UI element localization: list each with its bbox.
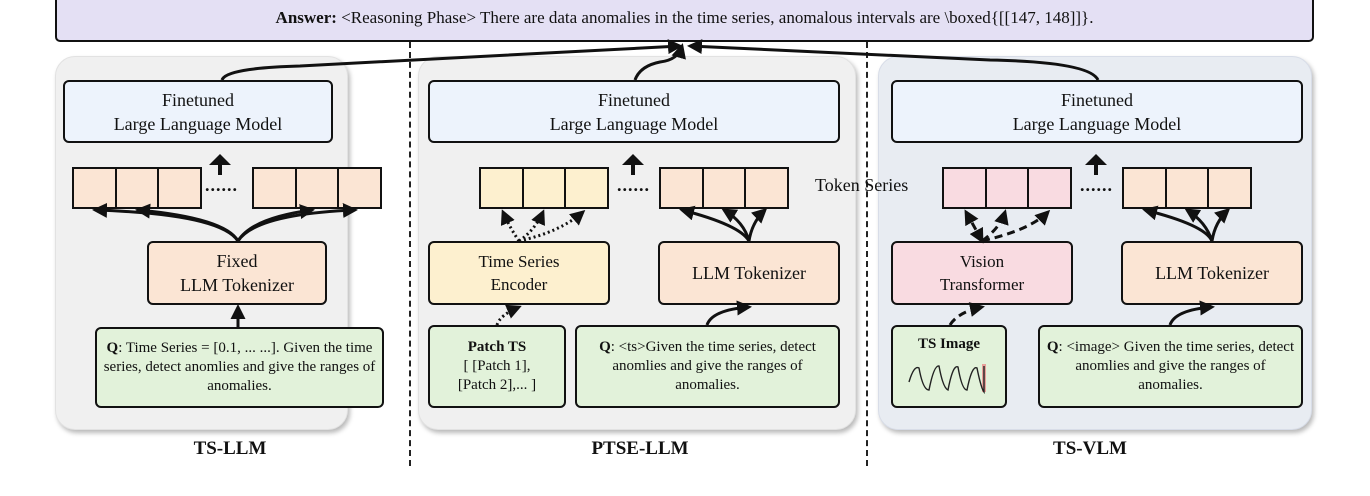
question-text: : <ts>Given the time series, detect anom… xyxy=(610,339,816,393)
question-bold: Q xyxy=(106,340,119,356)
patch-ts-box: Patch TS [ [Patch 1], [Patch 2],... ] xyxy=(428,325,566,408)
arrow-question-to-tokenizer xyxy=(705,300,752,326)
divider-left xyxy=(409,42,411,466)
arrow-image-to-vit xyxy=(948,302,985,326)
question-box: Q: <image> Given the time series, detect… xyxy=(1038,325,1303,408)
tokenizer-to-token-arrows xyxy=(679,205,768,242)
patch-ts-title: Patch TS xyxy=(467,339,527,355)
fixed-llm-tokenizer-box: Fixed LLM Tokenizer xyxy=(147,241,327,305)
patch-ts-line1: [ [Patch 1], xyxy=(463,358,531,374)
tokenizer-label: LLM Tokenizer xyxy=(1155,263,1269,283)
encoder-label-line2: Encoder xyxy=(490,275,548,294)
arrow-ts-llm-to-answer xyxy=(220,39,683,81)
ellipsis: ...... xyxy=(1080,175,1113,195)
tokenizer-label-line1: Fixed xyxy=(216,251,258,271)
llm-label-line2: Large Language Model xyxy=(1012,113,1182,134)
finetuned-llm-box: Finetuned Large Language Model xyxy=(428,80,840,143)
ellipsis: ...... xyxy=(205,175,238,195)
text-token-group xyxy=(1122,167,1252,209)
time-series-encoder-box: Time Series Encoder xyxy=(428,241,610,305)
tokenizer-to-token-arrows xyxy=(1142,205,1231,242)
answer-box: Answer: <Reasoning Phase> There are data… xyxy=(55,0,1314,42)
vit-label-line1: Vision xyxy=(959,252,1005,271)
arrow-patch-to-encoder xyxy=(495,304,522,326)
finetuned-llm-box: Finetuned Large Language Model xyxy=(891,80,1303,143)
question-box: Q: <ts>Given the time series, detect ano… xyxy=(575,325,840,408)
encoder-label-line1: Time Series xyxy=(478,252,560,271)
tokenizer-label: LLM Tokenizer xyxy=(692,263,806,283)
llm-tokenizer-box: LLM Tokenizer xyxy=(658,241,840,305)
arrow-ptse-llm-to-answer xyxy=(633,43,686,81)
divider-right xyxy=(866,42,868,466)
ts-image-title: TS Image xyxy=(917,336,981,352)
question-box: Q: Time Series = [0.1, ... ...]. Given t… xyxy=(95,327,384,408)
llm-tokenizer-box: LLM Tokenizer xyxy=(1121,241,1303,305)
question-text: : Time Series = [0.1, ... ...]. Given th… xyxy=(103,340,376,394)
up-arrow-icon xyxy=(209,154,231,175)
tokenizer-to-token-arrows xyxy=(92,202,358,242)
llm-label-line1: Finetuned xyxy=(162,89,234,110)
image-token-group xyxy=(942,167,1072,209)
encoder-to-token-dotted-arrows xyxy=(500,209,586,243)
panel-title-ts-llm: TS-LLM xyxy=(193,438,267,459)
panel-title-ts-vlm: TS-VLM xyxy=(1053,438,1127,459)
question-bold: Q xyxy=(599,339,611,355)
panel-title-ptse-llm: PTSE-LLM xyxy=(591,438,689,459)
llm-label-line1: Finetuned xyxy=(598,89,670,110)
llm-label-line2: Large Language Model xyxy=(113,113,283,134)
ts-image-box: TS Image xyxy=(891,325,1007,408)
llm-label-line1: Finetuned xyxy=(1061,89,1133,110)
patch-ts-line2: [Patch 2],... ] xyxy=(457,377,537,393)
waveform-line xyxy=(908,365,985,395)
ts-image-waveform-icon xyxy=(908,364,986,395)
up-arrow-icon xyxy=(1085,154,1107,175)
ts-token-group xyxy=(479,167,609,209)
question-text: : <image> Given the time series, detect … xyxy=(1058,339,1295,393)
tokenizer-label-line2: LLM Tokenizer xyxy=(180,275,294,295)
arrow-ts-vlm-to-answer xyxy=(687,39,1100,81)
ellipsis: ...... xyxy=(617,175,650,195)
token-group-right xyxy=(252,167,382,209)
answer-prefix: Answer: xyxy=(275,8,337,27)
token-series-label: Token Series xyxy=(815,175,909,195)
vit-to-token-dashed-arrows xyxy=(964,209,1051,244)
question-bold: Q xyxy=(1046,339,1059,355)
answer-text: <Reasoning Phase> There are data anomali… xyxy=(336,8,1094,27)
up-arrow-icon xyxy=(622,154,644,175)
arrow-question-to-tokenizer xyxy=(1168,300,1215,326)
vit-label-line2: Transformer xyxy=(939,275,1025,294)
text-token-group xyxy=(659,167,789,209)
llm-label-line2: Large Language Model xyxy=(549,113,719,134)
finetuned-llm-box: Finetuned Large Language Model xyxy=(63,80,333,143)
